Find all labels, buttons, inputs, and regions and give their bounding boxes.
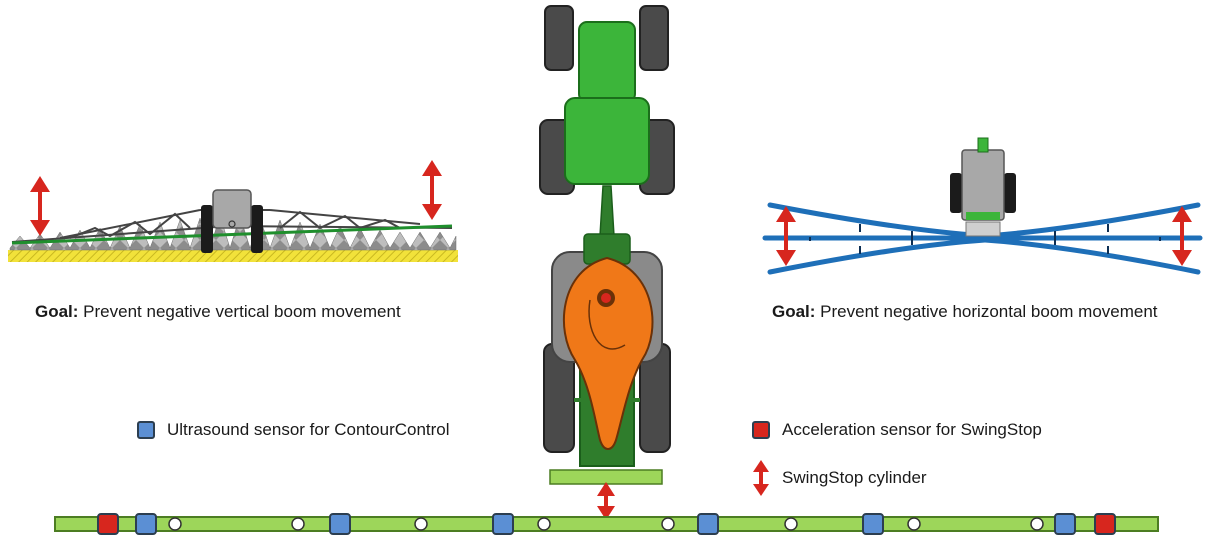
legend-ultrasound-label: Ultrasound sensor for ContourControl bbox=[167, 420, 450, 439]
vertical-goal-caption: Goal: Prevent negative vertical boom mov… bbox=[35, 302, 401, 322]
ultrasound-sensor-icon bbox=[137, 421, 155, 439]
vertical-goal-label: Goal: bbox=[35, 302, 79, 321]
bottom-boom-bar bbox=[54, 516, 1159, 532]
legend-acceleration-label: Acceleration sensor for SwingStop bbox=[782, 420, 1042, 439]
small-right-wheel bbox=[1004, 173, 1016, 213]
acceleration-sensor-icon bbox=[752, 421, 770, 439]
vertical-arrows bbox=[30, 160, 442, 236]
boom-hinge bbox=[168, 517, 182, 531]
blue-boom-arms bbox=[762, 202, 1203, 275]
left-wheel bbox=[201, 205, 213, 253]
legend-acceleration: Acceleration sensor for SwingStop bbox=[752, 420, 1042, 440]
boom-hinge bbox=[291, 517, 305, 531]
orange-tank bbox=[562, 256, 654, 450]
boom-hinge bbox=[784, 517, 798, 531]
ultrasound-sensor bbox=[135, 513, 157, 535]
small-left-wheel bbox=[950, 173, 962, 213]
boom-hinges bbox=[168, 517, 1044, 531]
ultrasound-sensor bbox=[697, 513, 719, 535]
ultrasound-sensor bbox=[862, 513, 884, 535]
legend-cylinder: SwingStop cylinder bbox=[752, 460, 927, 496]
ultrasound-sensor bbox=[492, 513, 514, 535]
boom-sensors bbox=[97, 513, 1116, 535]
uneven-terrain bbox=[9, 215, 457, 251]
legend-ultrasound: Ultrasound sensor for ContourControl bbox=[137, 420, 450, 440]
swingstop-arrow-icon bbox=[753, 460, 769, 496]
horizontal-goal-text: Prevent negative horizontal boom movemen… bbox=[815, 302, 1158, 321]
boom-hinge bbox=[414, 517, 428, 531]
boom-bar-body bbox=[54, 516, 1159, 532]
acceleration-sensor bbox=[1094, 513, 1116, 535]
boom-green-line bbox=[11, 224, 453, 245]
acceleration-sensor bbox=[97, 513, 119, 535]
horizontal-goal-caption: Goal: Prevent negative horizontal boom m… bbox=[772, 302, 1158, 322]
vertical-goal-text: Prevent negative vertical boom movement bbox=[78, 302, 401, 321]
boom-hinge bbox=[1030, 517, 1044, 531]
vertical-boom-illustration bbox=[8, 160, 458, 262]
small-tank bbox=[961, 149, 1005, 221]
tractor-hood bbox=[578, 21, 636, 103]
horizontal-boom-illustration bbox=[762, 137, 1203, 275]
boom-hinge bbox=[907, 517, 921, 531]
horizontal-arrows bbox=[776, 206, 1192, 266]
boom-hinge bbox=[537, 517, 551, 531]
ultrasound-sensor bbox=[1054, 513, 1076, 535]
ground-strip bbox=[8, 250, 458, 262]
tractor-cab bbox=[564, 97, 650, 185]
boom-hinge bbox=[661, 517, 675, 531]
center-swingstop-arrow bbox=[597, 482, 615, 520]
ultrasound-sensor bbox=[329, 513, 351, 535]
boom-hitch bbox=[549, 469, 663, 485]
legend-cylinder-label: SwingStop cylinder bbox=[782, 468, 927, 487]
right-wheel bbox=[251, 205, 263, 253]
boom-joints bbox=[809, 224, 1161, 254]
horizontal-goal-label: Goal: bbox=[772, 302, 816, 321]
tractor-sprayer-topview bbox=[539, 5, 675, 520]
tank-rear bbox=[212, 189, 252, 229]
